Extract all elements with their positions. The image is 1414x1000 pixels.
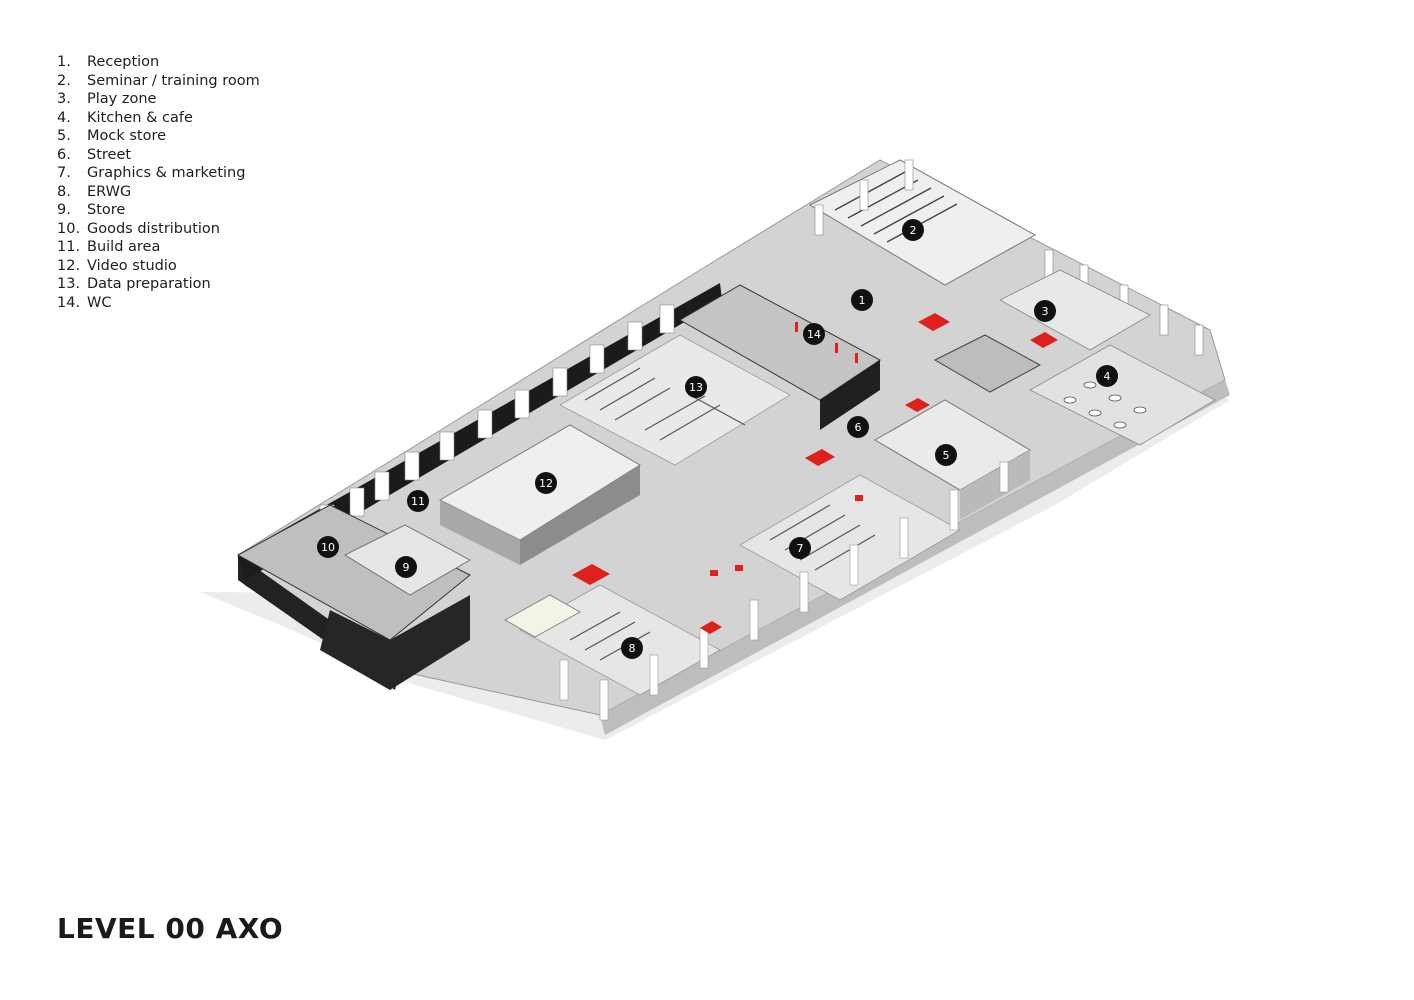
legend-item-store: 9. Store [57,201,260,220]
legend-label: WC [87,294,112,311]
legend-item-wc: 14. WC [57,294,260,313]
legend-number: 7. [57,165,71,181]
legend-item-play-zone: 3. Play zone [57,90,260,109]
drawing-title: LEVEL 00 AXO [57,912,284,945]
reception-platform [933,334,1042,393]
legend-item-erwg: 8. ERWG [57,183,260,202]
marker-3: 3 [1034,300,1056,322]
front-facade-fins [559,461,1009,721]
legend-label: Seminar / training room [87,72,260,89]
marker-11: 11 [407,490,429,512]
marker-9: 9 [395,556,417,578]
marker-label: 1 [859,294,866,307]
legend-label: Kitchen & cafe [87,109,193,126]
legend-number: 4. [57,109,71,126]
legend-item-build-area: 11. Build area [57,238,260,257]
marker-label: 2 [910,224,917,237]
data-prep-floor [559,334,791,466]
marker-label: 13 [689,381,703,394]
legend-number: 11. [57,239,81,255]
floor-slab-edge [600,380,1230,735]
marker-10: 10 [317,536,339,558]
desk-rows-data-prep [584,367,746,441]
legend-label: Goods distribution [87,220,220,237]
legend-label: Data preparation [87,276,211,292]
room-markers: 1 2 3 4 5 6 7 8 9 10 11 12 13 14 [317,219,1118,659]
marker-label: 5 [943,449,950,462]
marker-2: 2 [902,219,924,241]
legend-number: 9. [57,202,71,218]
legend-label: Street [87,146,132,163]
mock-store-wall [960,450,1030,520]
legend-label: Video studio [87,257,177,274]
seminar-fins [814,159,1204,356]
red-furniture [572,313,1058,634]
marker-6: 6 [847,416,869,438]
legend-item-kitchen: 4. Kitchen & cafe [57,109,260,128]
legend-label: Mock store [87,128,167,144]
legend-label: Build area [87,239,161,255]
legend-number: 6. [57,146,71,163]
legend-item-data-prep: 13. Data preparation [57,275,260,294]
goods-block-walls [236,504,471,641]
legend-item-mock-store: 5. Mock store [57,127,260,146]
legend-number: 2. [57,72,71,89]
marker-label: 4 [1104,370,1111,383]
meeting-table [504,594,581,638]
marker-label: 12 [539,477,553,490]
room-legend: 1. Reception 2. Seminar / training room 3.… [57,53,260,312]
legend-label: ERWG [87,183,132,200]
legend-item-graphics: 7. Graphics & marketing [57,164,260,183]
legend-item-seminar: 2. Seminar / training room [57,72,260,91]
legend-number: 13. [57,276,81,292]
legend-label: Graphics & marketing [87,165,246,181]
cafe-tables [1063,381,1147,429]
legend-item-reception: 1. Reception [57,53,260,72]
marker-label: 8 [629,642,636,655]
legend-number: 5. [57,128,71,144]
marker-label: 6 [855,421,862,434]
back-wall-buttresses [319,304,675,534]
legend-number: 12. [57,257,81,274]
goods-block-front [320,595,470,690]
legend-number: 14. [57,294,81,311]
legend-item-goods: 10. Goods distribution [57,220,260,239]
marker-label: 10 [321,541,335,554]
marker-label: 9 [403,561,410,574]
video-studio-wall-left [440,500,520,565]
marker-12: 12 [535,472,557,494]
legend-label: Store [87,202,126,218]
legend-number: 1. [57,54,71,70]
legend-number: 10. [57,220,81,237]
legend-number: 8. [57,183,71,200]
play-zone-floor [999,269,1151,351]
marker-label: 7 [797,542,804,555]
marker-8: 8 [621,637,643,659]
marker-7: 7 [789,537,811,559]
wc-front [820,360,880,430]
kitchen-floor [1029,344,1216,446]
video-studio-wall-right [520,465,640,565]
marker-4: 4 [1096,365,1118,387]
marker-label: 3 [1042,305,1049,318]
marker-13: 13 [685,376,707,398]
marker-14: 14 [803,323,825,345]
marker-label: 11 [411,495,425,508]
legend-item-street: 6. Street [57,146,260,165]
legend-item-video-studio: 12. Video studio [57,257,260,276]
legend-label: Play zone [87,91,157,107]
legend-number: 3. [57,91,71,107]
marker-5: 5 [935,444,957,466]
legend-label: Reception [87,54,160,70]
marker-label: 14 [807,328,821,341]
marker-1: 1 [851,289,873,311]
